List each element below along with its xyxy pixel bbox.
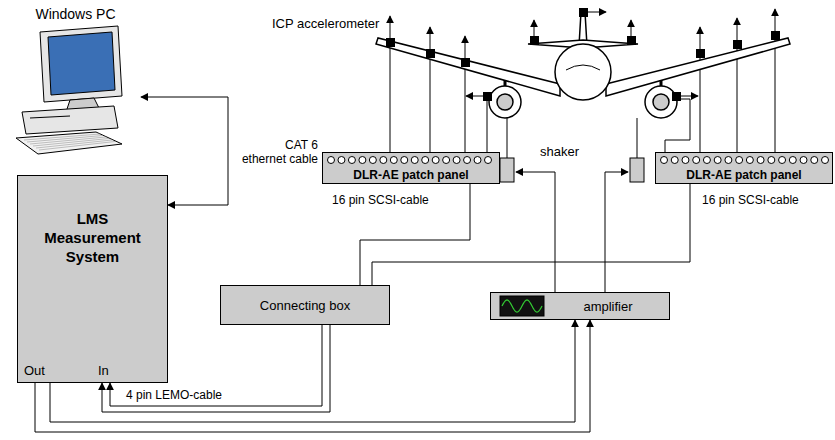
node-label: DLR-AE patch panel: [656, 168, 832, 182]
shaker-drive-wire: [516, 172, 628, 292]
connector-socket-row: [323, 153, 496, 167]
node-label: Connecting box: [221, 298, 389, 313]
node-label: LMS Measurement System: [34, 210, 152, 266]
computer-icon: Windows PC: [10, 4, 141, 164]
aircraft: [376, 12, 790, 118]
measurement-system-box: LMS Measurement SystemOut In: [17, 175, 168, 383]
shaker-label: shaker: [540, 144, 579, 159]
cable-label: 16 pin SCSI-cable: [700, 193, 801, 207]
connecting-box: Connecting box: [220, 285, 390, 325]
node-label: amplifier: [547, 299, 669, 314]
connector-socket-row: [656, 153, 833, 167]
scope-icon: [499, 295, 545, 317]
cable-label: CAT 6 ethernet cable: [236, 138, 320, 167]
sensor-label: ICP accelerometer: [272, 16, 379, 31]
computer-icon: [10, 4, 135, 164]
accelerometer: [386, 8, 780, 101]
cable-label: 4 pin LEMO-cable: [124, 388, 224, 402]
node-label: In: [98, 363, 109, 378]
patch-panel: DLR-AE patch panel: [655, 152, 833, 184]
patch-panel: DLR-AE patch panel: [322, 152, 500, 184]
measurement-direction-arrow: [390, 9, 775, 96]
node-label: DLR-AE patch panel: [323, 168, 499, 182]
node-label: Out: [24, 363, 45, 378]
cable-label: 16 pin SCSI-cable: [330, 193, 431, 207]
amplifier-box: amplifier: [490, 292, 670, 320]
node-label: Windows PC: [10, 6, 141, 22]
